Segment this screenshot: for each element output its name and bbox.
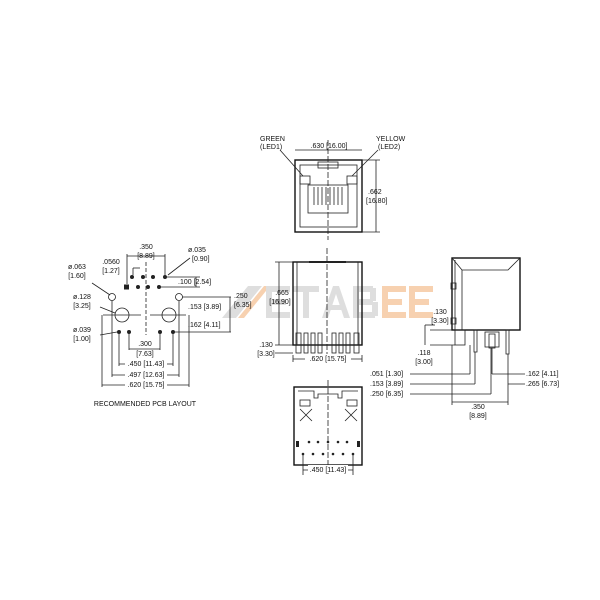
pcb-led-pitch-in: .300 — [138, 341, 152, 348]
green-led-sub: (LED1) — [260, 144, 282, 151]
pcb-led-dia-mm: [1.00] — [73, 336, 91, 343]
pcb-offset-mm: [1.27] — [102, 268, 120, 275]
pcb-layout: .350 [8.89] .0560 [1.27] ø.035 [0.90] ø.… — [68, 244, 252, 408]
pcb-pin-dia-in: ø.035 — [188, 247, 206, 254]
front-height-in: .662 — [368, 189, 382, 196]
pcb-pitch-in: .350 — [139, 244, 153, 251]
right-standoff-in: .118 — [417, 350, 430, 357]
green-led-label: GREEN — [260, 136, 285, 143]
side-pin-in: .130 — [259, 342, 273, 349]
side-height-in: .665 — [275, 290, 289, 297]
pcb-led-pitch-mm: [7.63] — [136, 351, 154, 358]
side-width-dim: .620 [15.75] — [310, 356, 347, 363]
pcb-pitch-mm: [8.89] — [137, 253, 155, 260]
pcb-big-hole-mm: [3.25] — [73, 303, 91, 310]
pcb-dim-250-in: .250 — [234, 293, 248, 300]
pcb-width-450: .450 [11.43] — [128, 361, 165, 368]
right-standoff-mm: [3.00] — [415, 359, 433, 366]
pcb-offset-in: .0560 — [102, 259, 120, 266]
front-width-dim: .630 [16.00] — [311, 143, 348, 150]
right-dim-051: .051 [1.30] — [370, 371, 403, 378]
right-dim-162: .162 [4.11] — [526, 371, 559, 378]
right-dim-153: .153 [3.89] — [370, 381, 403, 388]
right-dim-265: .265 [6.73] — [526, 381, 559, 388]
right-span-in: .350 — [471, 404, 485, 411]
pcb-dim-250-mm: [6.35] — [234, 302, 252, 309]
right-top-mm: [3.30] — [431, 318, 449, 325]
right-dim-250: .250 [6.35] — [370, 391, 403, 398]
pcb-big-hole-in: ø.128 — [73, 294, 91, 301]
pcb-led-dia-in: ø.039 — [73, 327, 91, 334]
side-height-mm: [16.90] — [269, 299, 290, 306]
side-view: .665 [16.90] .130 [3.30] .620 [15.75] — [257, 248, 363, 363]
pcb-layout-title: RECOMMENDED PCB LAYOUT — [94, 401, 197, 408]
pcb-dim-162: .162 [4.11] — [188, 322, 221, 329]
bottom-view: .450 [11.43] — [293, 380, 363, 475]
pcb-small-hole-in: ø.063 — [68, 264, 86, 271]
side-pin-mm: [3.30] — [257, 351, 275, 358]
pcb-small-hole-mm: [1.60] — [68, 273, 86, 280]
pcb-pin-dia-mm: [0.90] — [192, 256, 210, 263]
yellow-led-sub: (LED2) — [378, 144, 400, 151]
pcb-row-pitch: .100 [2.54] — [178, 279, 211, 286]
pcb-width-620: .620 [15.75] — [128, 382, 165, 389]
pcb-dim-153: .153 [3.89] — [188, 304, 221, 311]
yellow-led-label: YELLOW — [376, 136, 406, 143]
right-span-mm: [8.89] — [469, 413, 487, 420]
bottom-width-dim: .450 [11.43] — [310, 467, 347, 474]
watermark-logo — [222, 286, 433, 318]
right-top-in: .130 — [433, 309, 447, 316]
front-view: GREEN (LED1) YELLOW (LED2) .630 [16.00] … — [260, 136, 406, 240]
front-height-mm: [16.80] — [366, 198, 387, 205]
pcb-width-497: .497 [12.63] — [128, 372, 165, 379]
right-view: .130 [3.30] .118 [3.00] .051 [1.30] .153… — [370, 257, 559, 420]
